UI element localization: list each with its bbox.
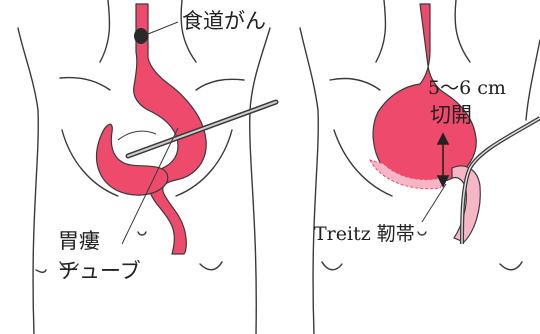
label-treitz-ligament: Treitz 靭帯 [314,224,415,245]
label-esophageal-cancer: 食道がん [182,10,266,33]
label-incision: 切開 [430,104,472,127]
leader-line-esophageal [148,22,178,34]
esophageal-tumor [134,28,148,44]
label-incision-length: 5～6 cm [428,78,506,99]
left-stomach [97,4,207,254]
label-gastrostomy-line1: 胃瘻 [58,230,100,253]
leader-line-treitz [422,184,446,222]
label-gastrostomy-line2: チューブ [58,260,141,283]
